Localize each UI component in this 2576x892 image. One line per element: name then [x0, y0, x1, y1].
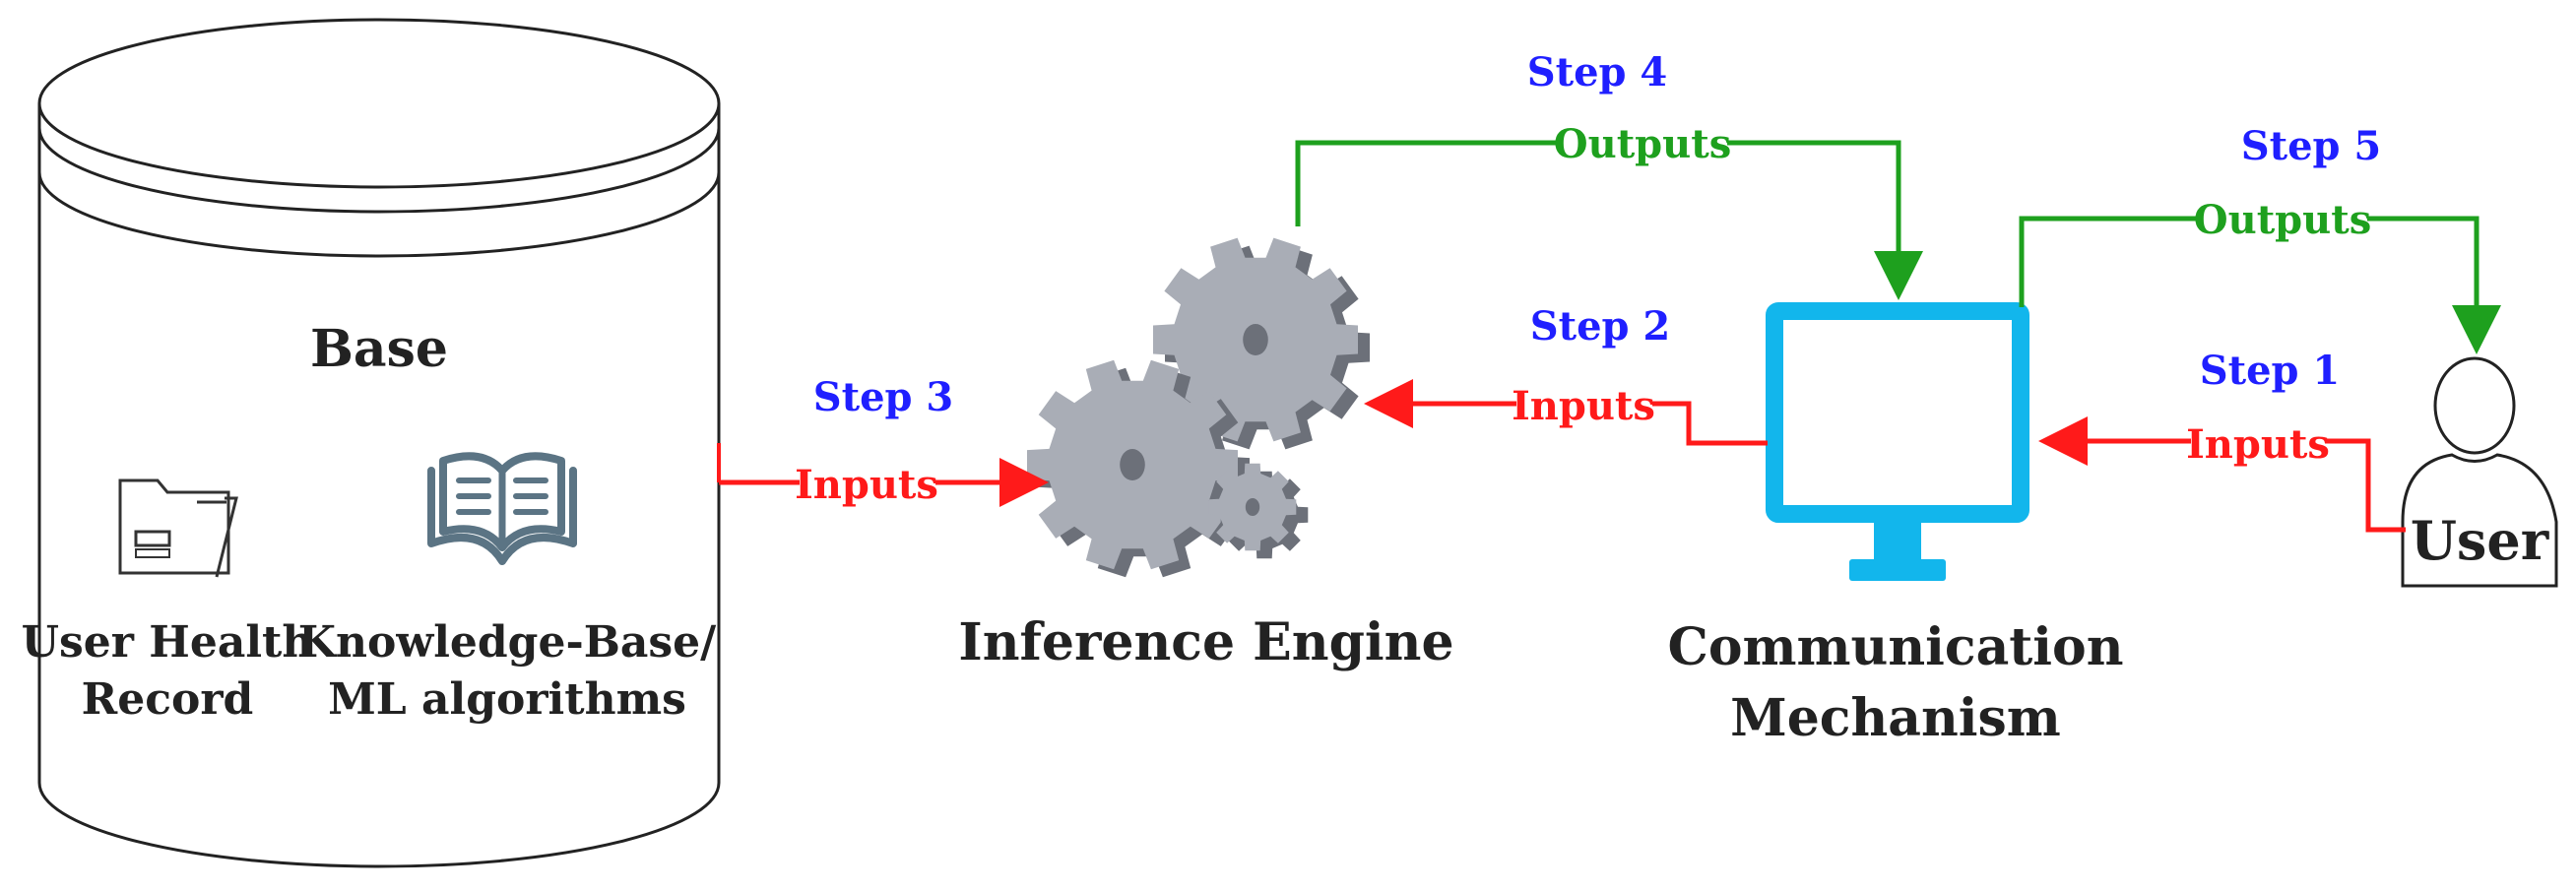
- step-3-label: Step 3: [813, 374, 954, 420]
- monitor-icon: [1766, 302, 2029, 581]
- user-label: User: [2411, 509, 2549, 572]
- folder-label-line1: User Health: [22, 617, 314, 668]
- arrow-step-1-label: Inputs: [2186, 421, 2330, 468]
- book-label-line2: ML algorithms: [328, 674, 686, 725]
- step-2-label: Step 2: [1530, 303, 1671, 350]
- arrow-step-4-label: Outputs: [1554, 121, 1731, 167]
- book-label-line1: Knowledge-Base/: [298, 617, 717, 668]
- arrow-step-5-label: Outputs: [2194, 197, 2371, 243]
- gear-small: [1208, 463, 1309, 559]
- arrow-step-3-label: Inputs: [795, 462, 938, 508]
- folder-icon: [118, 478, 238, 578]
- communication-label-line1: Communication: [1667, 617, 2123, 677]
- book-icon: [427, 452, 577, 565]
- communication-label-line2: Mechanism: [1730, 688, 2061, 748]
- database-title: Base: [310, 319, 448, 379]
- step-5-label: Step 5: [2241, 123, 2382, 169]
- gear-medium: [1027, 359, 1250, 578]
- inference-engine-label: Inference Engine: [958, 612, 1453, 672]
- gear-large: [1153, 237, 1370, 450]
- gears-icon: [1027, 237, 1370, 578]
- folder-label-line2: Record: [82, 674, 254, 725]
- step-1-label: Step 1: [2200, 348, 2341, 394]
- database-cylinder: [37, 18, 721, 868]
- user-icon: [2401, 356, 2558, 588]
- step-4-label: Step 4: [1527, 49, 1668, 96]
- arrow-step-2-label: Inputs: [1512, 383, 1655, 429]
